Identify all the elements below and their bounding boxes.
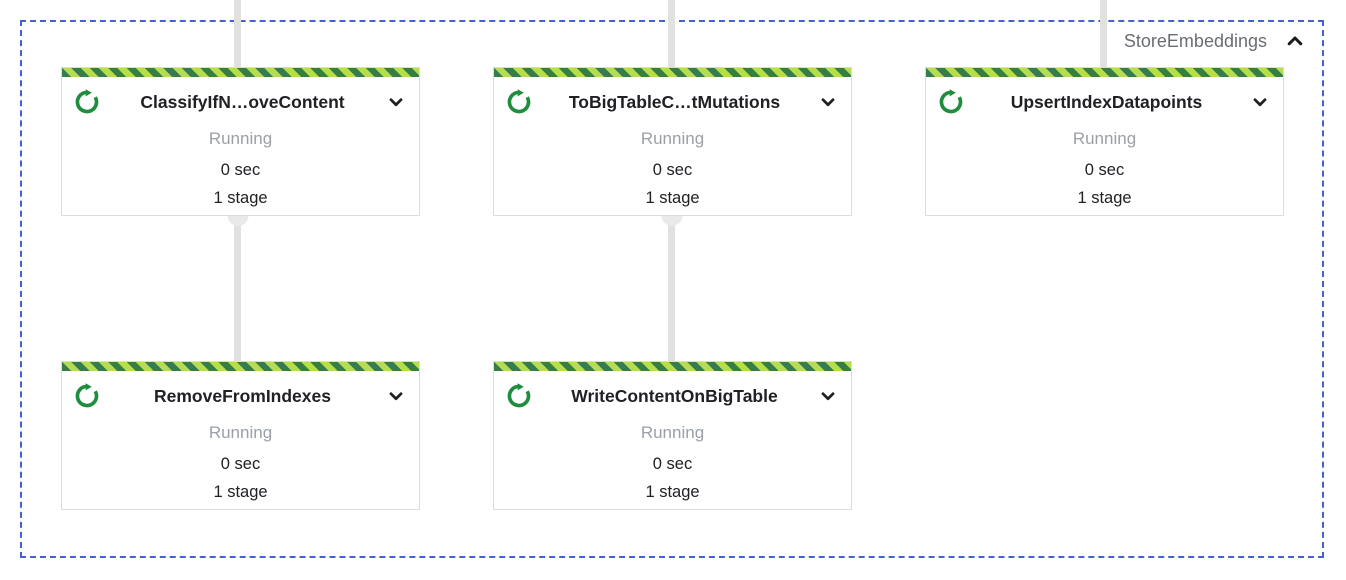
edge-into-tobigtable-node: [668, 0, 675, 68]
node-card-upsertindex[interactable]: UpsertIndexDatapoints Running 0 sec 1 st…: [925, 67, 1284, 216]
edge-into-classify-node: [234, 0, 241, 68]
node-status: Running: [1072, 129, 1137, 148]
node-duration: 0 sec: [652, 161, 693, 179]
running-refresh-icon: [74, 383, 100, 409]
node-title: WriteContentOnBigTable: [571, 385, 778, 406]
node-stages: 1 stage: [645, 189, 700, 207]
running-refresh-icon: [506, 383, 532, 409]
node-status: Running: [640, 423, 705, 442]
node-status: Running: [640, 129, 705, 148]
node-card-tobigtable[interactable]: ToBigTableC…tMutations Running 0 sec 1 s…: [493, 67, 852, 216]
edge-output-port: [661, 215, 682, 226]
running-refresh-icon: [938, 89, 964, 115]
node-duration: 0 sec: [220, 455, 261, 473]
node-title: ClassifyIfN…oveContent: [140, 91, 345, 112]
node-stages: 1 stage: [645, 483, 700, 501]
running-progress-stripe: [926, 68, 1283, 77]
edge-output-port: [227, 215, 248, 226]
node-title: ToBigTableC…tMutations: [568, 91, 781, 112]
running-progress-stripe: [62, 68, 419, 77]
node-stages: 1 stage: [1077, 189, 1132, 207]
edge-classify-to-removefromindexes: [227, 215, 248, 362]
edge-tobigtable-to-writecontent: [661, 215, 682, 362]
node-title: RemoveFromIndexes: [153, 385, 331, 406]
node-card-classify[interactable]: ClassifyIfN…oveContent Running 0 sec 1 s…: [61, 67, 420, 216]
fusion-group-label: StoreEmbeddings: [1123, 31, 1267, 51]
node-card-writecontent[interactable]: WriteContentOnBigTable Running 0 sec 1 s…: [493, 361, 852, 510]
running-refresh-icon: [506, 89, 532, 115]
chevron-down-icon[interactable]: [385, 385, 407, 407]
node-stages: 1 stage: [213, 189, 268, 207]
node-status: Running: [208, 423, 273, 442]
fusion-group-header[interactable]: StoreEmbeddings: [1124, 29, 1307, 53]
chevron-down-icon[interactable]: [817, 91, 839, 113]
node-title: UpsertIndexDatapoints: [1010, 91, 1203, 112]
running-refresh-icon: [74, 89, 100, 115]
node-duration: 0 sec: [652, 455, 693, 473]
node-stages: 1 stage: [213, 483, 268, 501]
node-card-removefromindexes[interactable]: RemoveFromIndexes Running 0 sec 1 stage: [61, 361, 420, 510]
chevron-down-icon[interactable]: [1249, 91, 1271, 113]
running-progress-stripe: [494, 362, 851, 371]
edge-into-upsertindex-node: [1100, 0, 1107, 68]
node-status: Running: [208, 129, 273, 148]
chevron-down-icon[interactable]: [385, 91, 407, 113]
running-progress-stripe: [494, 68, 851, 77]
node-duration: 0 sec: [220, 161, 261, 179]
chevron-up-icon[interactable]: [1283, 29, 1307, 53]
node-duration: 0 sec: [1084, 161, 1125, 179]
running-progress-stripe: [62, 362, 419, 371]
chevron-down-icon[interactable]: [817, 385, 839, 407]
